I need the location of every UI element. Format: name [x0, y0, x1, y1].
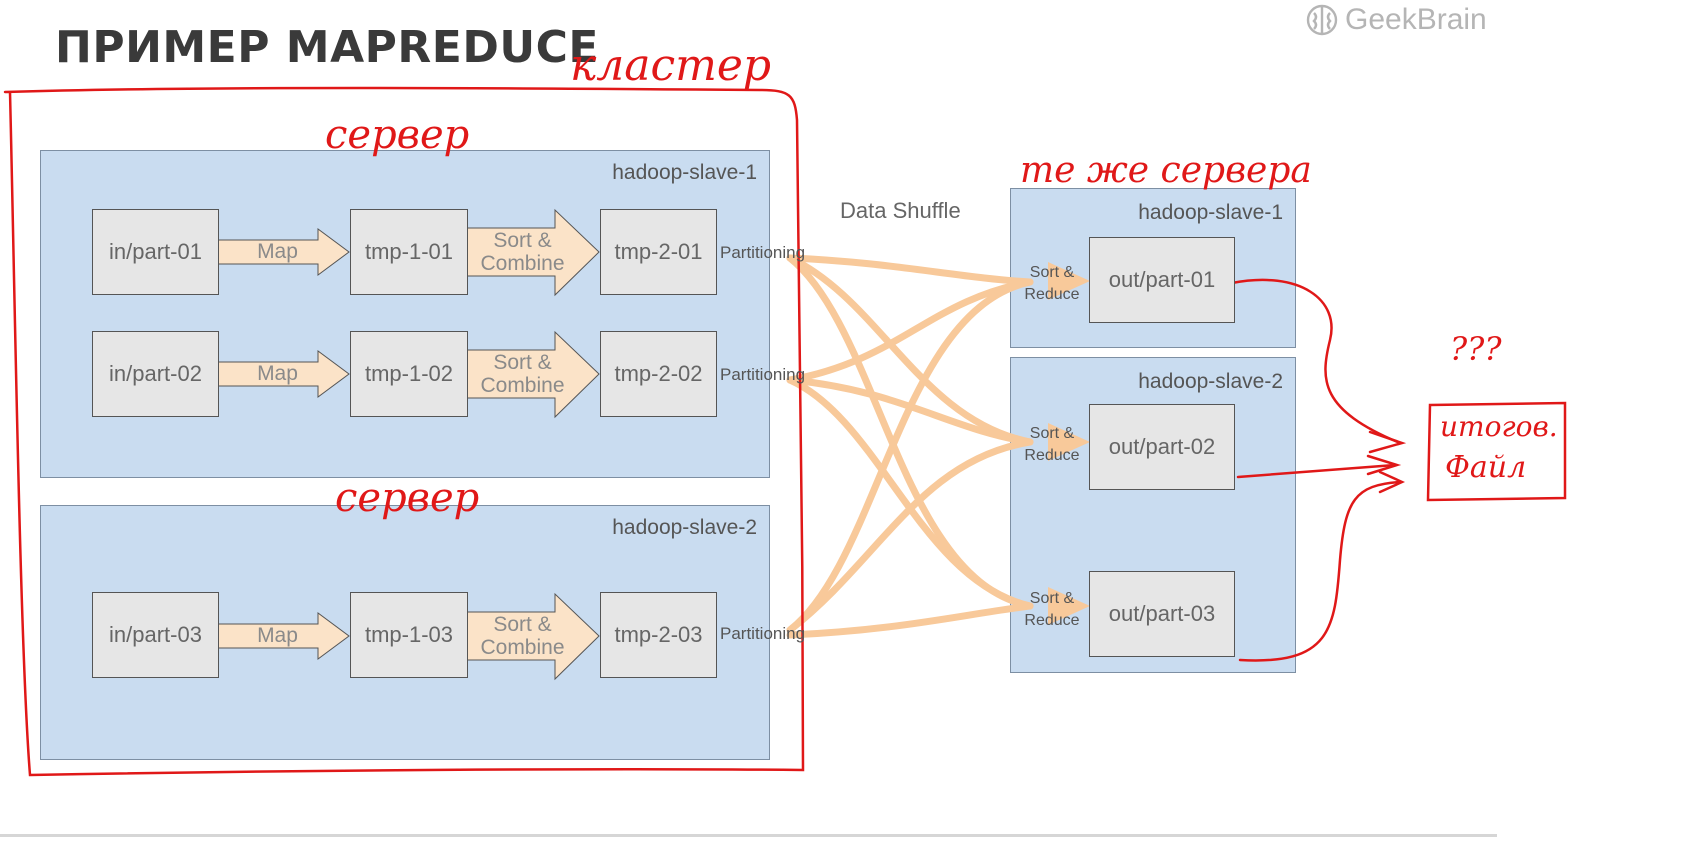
sort-combine-label: Sort & Combine — [470, 228, 575, 276]
server-label: hadoop-slave-2 — [1138, 370, 1283, 393]
result-arrowhead — [1378, 470, 1406, 494]
reduce-label: Reduce — [1024, 611, 1080, 629]
sort-reduce-label: Sort & Reduce — [1018, 423, 1086, 466]
slide-title: ПРИМЕР MAPREDUCE — [55, 22, 599, 73]
map-label: Map — [257, 240, 298, 264]
shuffle-curve — [786, 278, 1034, 634]
shuffle-curves — [786, 254, 1034, 639]
tmp1-box: tmp-1-02 — [350, 331, 468, 417]
tmp2-box: tmp-2-01 — [600, 209, 717, 295]
server-label: hadoop-slave-1 — [1138, 201, 1283, 224]
server-label: hadoop-slave-1 — [612, 161, 757, 184]
shuffle-curve — [786, 278, 1034, 384]
input-box: in/part-02 — [92, 331, 219, 417]
data-shuffle-label: Data Shuffle — [840, 198, 961, 223]
shuffle-curve — [786, 254, 1034, 286]
tmp1-box: tmp-1-03 — [350, 592, 468, 678]
output-box: out/part-01 — [1089, 237, 1235, 323]
partitioning-label: Partitioning — [720, 624, 806, 643]
result-arrowhead — [1366, 454, 1402, 476]
sort-label: Sort & — [1029, 590, 1075, 607]
annotation-server-1: сервер — [325, 112, 470, 158]
map-label: Map — [257, 362, 298, 386]
sort-combine-label: Sort & Combine — [470, 612, 575, 660]
sort-reduce-label: Sort & Reduce — [1018, 262, 1086, 305]
logo-text: GeekBrain — [1345, 3, 1487, 36]
partitioning-label: Partitioning — [720, 365, 806, 384]
tmp2-box: tmp-2-03 — [600, 592, 717, 678]
sort-label: Sort & — [1029, 264, 1075, 281]
annotation-same-servers: те же сервера — [1020, 150, 1312, 191]
brain-icon — [1306, 4, 1338, 36]
annotation-question: ??? — [1450, 330, 1502, 368]
sort-label: Sort & — [1029, 425, 1075, 442]
input-box: in/part-03 — [92, 592, 219, 678]
result-arrowhead — [1368, 430, 1407, 454]
annotation-cluster: кластер — [570, 40, 772, 91]
reduce-label: Reduce — [1024, 285, 1080, 303]
combine-label: Combine — [480, 636, 565, 659]
server-label: hadoop-slave-2 — [612, 516, 757, 539]
shuffle-curve — [786, 376, 1034, 610]
tmp1-box: tmp-1-01 — [350, 209, 468, 295]
footer-divider — [0, 834, 1497, 837]
combine-label: Combine — [480, 252, 565, 275]
sort-reduce-label: Sort & Reduce — [1018, 588, 1086, 631]
sort-label: Sort & — [493, 612, 552, 636]
shuffle-curve — [786, 254, 1034, 610]
shuffle-curve — [786, 602, 1034, 639]
map-label: Map — [257, 624, 298, 648]
reduce-label: Reduce — [1024, 446, 1080, 464]
partitioning-label: Partitioning — [720, 243, 806, 262]
input-box: in/part-01 — [92, 209, 219, 295]
server-hadoop-slave-1-left: hadoop-slave-1 — [40, 150, 770, 478]
annotation-result-line1: итогов. — [1440, 410, 1558, 443]
logo: GeekBrain — [1305, 2, 1487, 38]
annotation-server-2: сервер — [335, 475, 480, 521]
combine-label: Combine — [480, 374, 565, 397]
shuffle-curve — [786, 376, 1034, 446]
sort-combine-label: Sort & Combine — [470, 350, 575, 398]
sort-label: Sort & — [493, 228, 552, 252]
output-box: out/part-02 — [1089, 404, 1235, 490]
sort-label: Sort & — [493, 350, 552, 374]
output-box: out/part-03 — [1089, 571, 1235, 657]
shuffle-curve — [786, 254, 1034, 446]
shuffle-curve — [786, 438, 1034, 634]
annotation-result-line2: Файл — [1445, 450, 1527, 485]
tmp2-box: tmp-2-02 — [600, 331, 717, 417]
